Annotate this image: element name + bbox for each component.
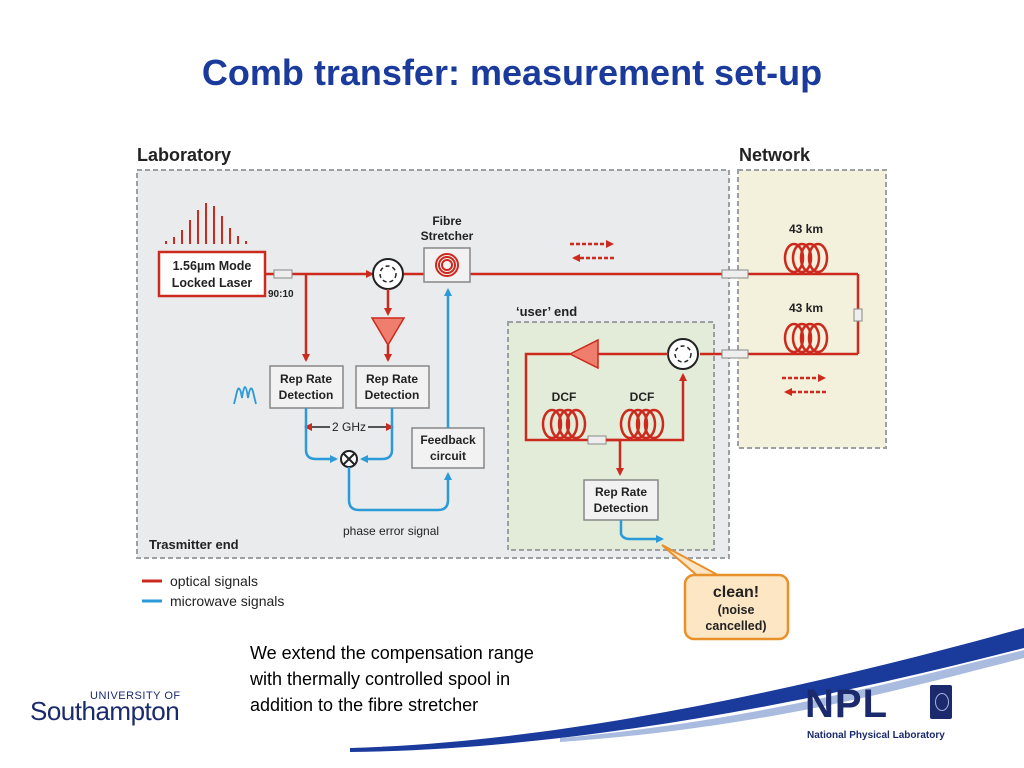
feedback-box: [411, 427, 485, 469]
laboratory-label: Laboratory: [137, 145, 231, 165]
phase-error-label: phase error signal: [343, 524, 439, 538]
rep-rate-left-line1: Rep Rate: [280, 372, 332, 386]
spool1-label: 43 km: [789, 222, 823, 236]
slide-title: Comb transfer: measurement set-up: [201, 52, 823, 93]
legend-optical-label: optical signals: [170, 573, 258, 589]
npl-subtitle: National Physical Laboratory: [807, 730, 945, 741]
user-rep-rate-line2: Detection: [594, 501, 649, 515]
user-rep-rate-line1: Rep Rate: [595, 485, 647, 499]
stretcher-line2: Stretcher: [421, 229, 474, 243]
clean-callout: [683, 573, 790, 641]
phase-error-path: [347, 467, 452, 512]
user-to-detector: [606, 438, 624, 476]
user-coupler: [587, 435, 607, 445]
rep-rate-left-line2: Detection: [279, 388, 334, 402]
user-amplifier-icon: [568, 338, 599, 370]
caption-line3: addition to the fibre stretcher: [250, 695, 479, 715]
mixer-icon: [340, 450, 358, 468]
user-microwave-out: [619, 520, 664, 543]
rep-rate-box-left: [269, 365, 344, 409]
user-loop: [524, 352, 687, 442]
user-circulator-inner: [674, 345, 692, 363]
legend-microwave-label: microwave signals: [170, 593, 284, 609]
fibre-stretcher-coil-icon: [435, 253, 459, 277]
mw-left-to-mixer: [304, 408, 338, 463]
caption-line2: with thermally controlled spool in: [250, 669, 511, 689]
spool2-label: 43 km: [789, 301, 823, 315]
freq-label: 2 GHz: [332, 420, 366, 434]
mw-right-to-mixer: [360, 408, 394, 463]
clean-line2: (noise: [718, 603, 755, 617]
rep-rate-right-line1: Rep Rate: [366, 372, 418, 386]
rep-rate-box-right: [355, 365, 430, 409]
caption: We extend the compensation range with th…: [250, 640, 630, 718]
coupler: [273, 269, 293, 279]
feedback-line2: circuit: [430, 449, 466, 463]
microwave-waveform-icon: [233, 386, 257, 405]
network-connector-bottom: [721, 349, 749, 359]
laser-line1: 1.56µm Mode: [173, 259, 252, 273]
amplifier-icon: [370, 317, 406, 347]
network-label: Network: [739, 145, 811, 165]
npl-logo: NPL National Physical Laboratory: [805, 682, 945, 741]
rep-rate-right-line2: Detection: [365, 388, 420, 402]
clean-line3: cancelled): [705, 619, 766, 633]
user-circulator-icon: [667, 338, 699, 370]
circulator-icon: [372, 258, 404, 290]
stretcher-line1: Fibre: [432, 214, 462, 228]
network-connector-right: [853, 308, 863, 322]
feedback-line1: Feedback: [420, 433, 476, 447]
southampton-name-text: Southampton: [30, 696, 180, 726]
coupler-label: 90:10: [268, 289, 294, 300]
caption-line1: We extend the compensation range: [250, 643, 534, 663]
npl-letters: NPL: [805, 682, 888, 726]
npl-crest-icon: [930, 685, 952, 719]
dcf2-label: DCF: [630, 390, 655, 404]
dcf1-label: DCF: [552, 390, 577, 404]
laser-box: [157, 250, 267, 298]
user-end-label: ‘user’ end: [516, 304, 577, 319]
laser-line2: Locked Laser: [172, 276, 253, 290]
user-rep-rate-box: [583, 479, 659, 521]
comb-spectrum-icon: [165, 203, 247, 244]
southampton-uni-text: UNIVERSITY OF: [90, 690, 181, 702]
transmitter-end-label: Trasmitter end: [149, 537, 239, 552]
clean-line1: clean!: [713, 584, 759, 601]
circulator-inner: [379, 265, 397, 283]
network-connector-top: [721, 269, 749, 279]
